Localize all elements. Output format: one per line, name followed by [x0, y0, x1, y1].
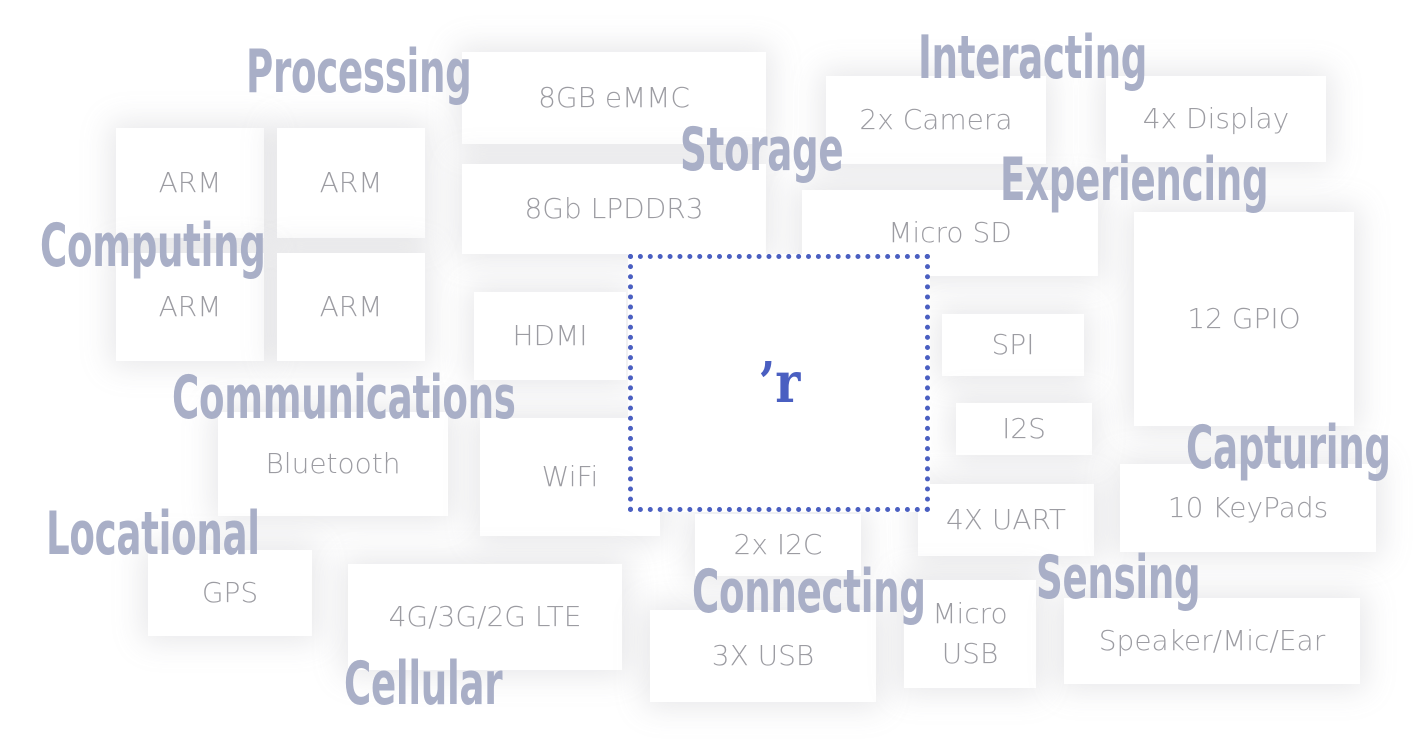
i2c-label: 2x I2C [733, 528, 823, 561]
i2s-box: I2S [956, 403, 1092, 455]
arm-box-4: ARM [277, 253, 425, 361]
usb-box: 3X USB [650, 610, 876, 702]
usb-label: 3X USB [711, 639, 815, 672]
arm-box-2: ARM [277, 128, 425, 238]
camera-label: 2x Camera [859, 103, 1013, 136]
keypads-label: 10 KeyPads [1167, 491, 1329, 524]
spi-label: SPI [991, 328, 1035, 361]
central-chip: ’r [628, 254, 930, 512]
category-interacting: Interacting [918, 23, 1148, 93]
i2s-label: I2S [1002, 412, 1046, 445]
category-processing: Processing [246, 37, 472, 107]
category-storage: Storage [680, 115, 844, 185]
wifi-label: WiFi [541, 460, 599, 493]
microusb-label-line1: Micro [932, 597, 1008, 630]
category-sensing: Sensing [1036, 543, 1201, 613]
lte-label: 4G/3G/2G LTE [388, 600, 582, 633]
arm-box-3: ARM [116, 253, 264, 361]
microusb-box: Micro USB [904, 580, 1036, 688]
display-box: 4x Display [1106, 76, 1326, 162]
bluetooth-box: Bluetooth [218, 412, 448, 516]
spi-box: SPI [942, 314, 1084, 376]
category-experiencing: Experiencing [1000, 145, 1269, 215]
microsd-label: Micro SD [888, 216, 1012, 249]
gpio-label: 12 GPIO [1187, 302, 1301, 335]
arm-label: ARM [319, 290, 383, 323]
arm-box-1: ARM [116, 128, 264, 238]
category-connecting: Connecting [692, 557, 926, 627]
microusb-label-line2: USB [941, 637, 999, 670]
lte-box: 4G/3G/2G LTE [348, 564, 622, 670]
uart-label: 4X UART [945, 503, 1067, 536]
category-computing: Computing [40, 211, 266, 281]
arm-label: ARM [319, 166, 383, 199]
bluetooth-label: Bluetooth [265, 447, 401, 480]
audio-label: Speaker/Mic/Ear [1098, 624, 1326, 657]
display-label: 4x Display [1142, 102, 1290, 135]
emmc-box: 8GB eMMC [462, 52, 766, 144]
arm-label: ARM [158, 290, 222, 323]
keypads-box: 10 KeyPads [1120, 464, 1376, 552]
i2c-box: 2x I2C [695, 514, 861, 576]
gpio-box: 12 GPIO [1134, 212, 1354, 426]
camera-box: 2x Camera [826, 76, 1046, 164]
hdmi-box: HDMI [474, 292, 626, 380]
category-locational: Locational [46, 499, 260, 569]
gps-label: GPS [201, 576, 259, 609]
lpddr-label: 8Gb LPDDR3 [524, 192, 704, 225]
category-capturing: Capturing [1186, 413, 1391, 483]
audio-box: Speaker/Mic/Ear [1064, 598, 1360, 684]
emmc-label: 8GB eMMC [538, 81, 690, 114]
category-communications: Communications [172, 363, 516, 433]
lpddr-box: 8Gb LPDDR3 [462, 164, 766, 254]
uart-box: 4X UART [918, 484, 1094, 556]
chip-logo: ’r [758, 350, 800, 416]
gps-box: GPS [148, 550, 312, 636]
arm-label: ARM [158, 166, 222, 199]
hdmi-label: HDMI [512, 319, 588, 352]
category-cellular: Cellular [344, 649, 503, 719]
